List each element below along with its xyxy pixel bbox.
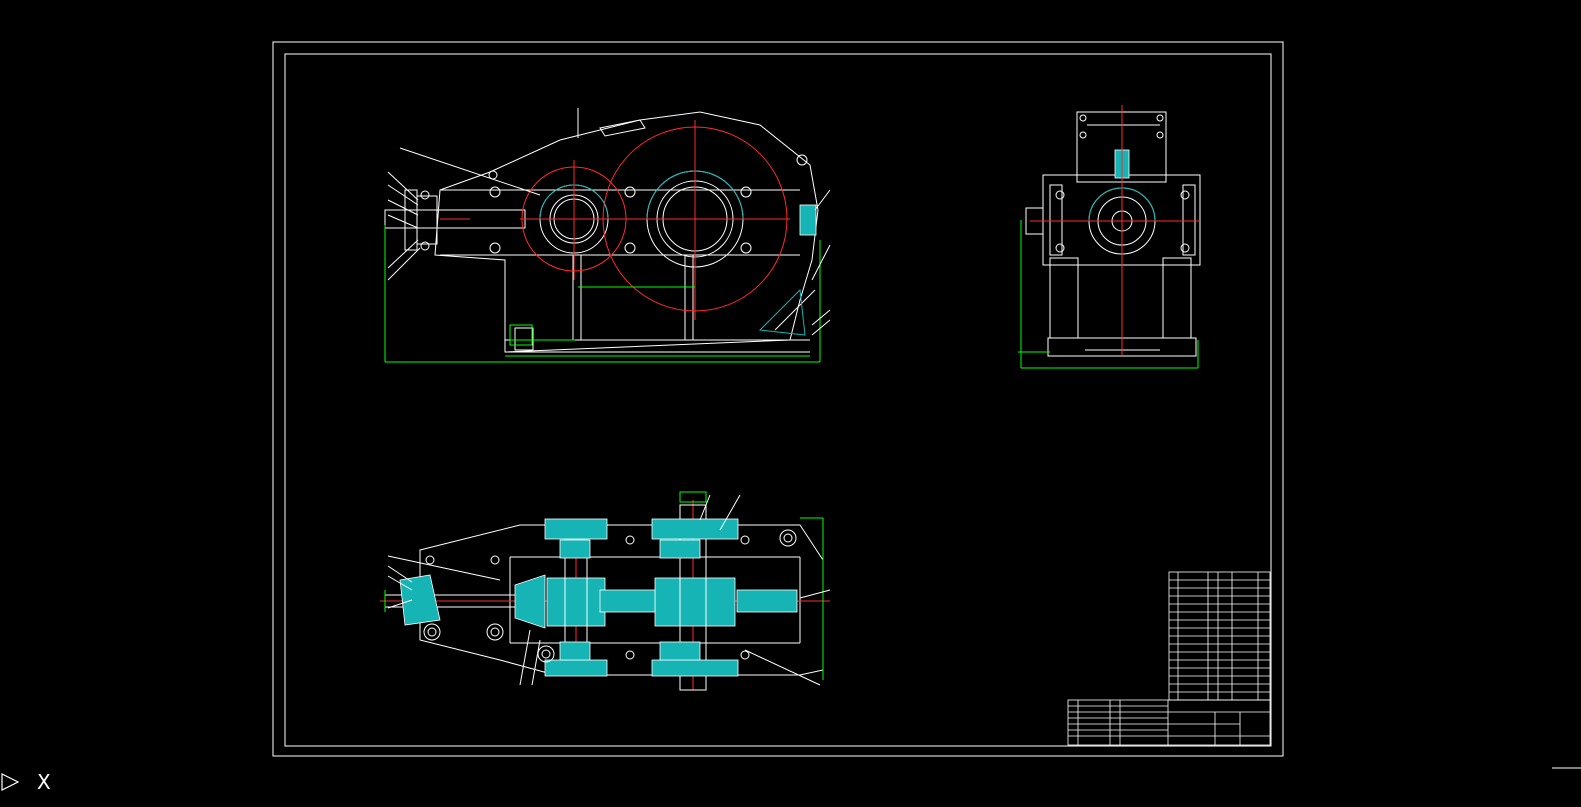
bill-of-materials: [1168, 571, 1271, 701]
front-view: [384, 108, 831, 363]
side-view: [1018, 105, 1201, 369]
ucs-x-label: X: [37, 770, 51, 794]
inner-border: [284, 53, 1272, 747]
ucs-indicator: X: [0, 768, 60, 798]
top-section-view: [380, 491, 831, 691]
outer-border: [272, 41, 1284, 757]
title-block: [1067, 699, 1271, 746]
ucs-axis-icon: [1, 773, 20, 791]
